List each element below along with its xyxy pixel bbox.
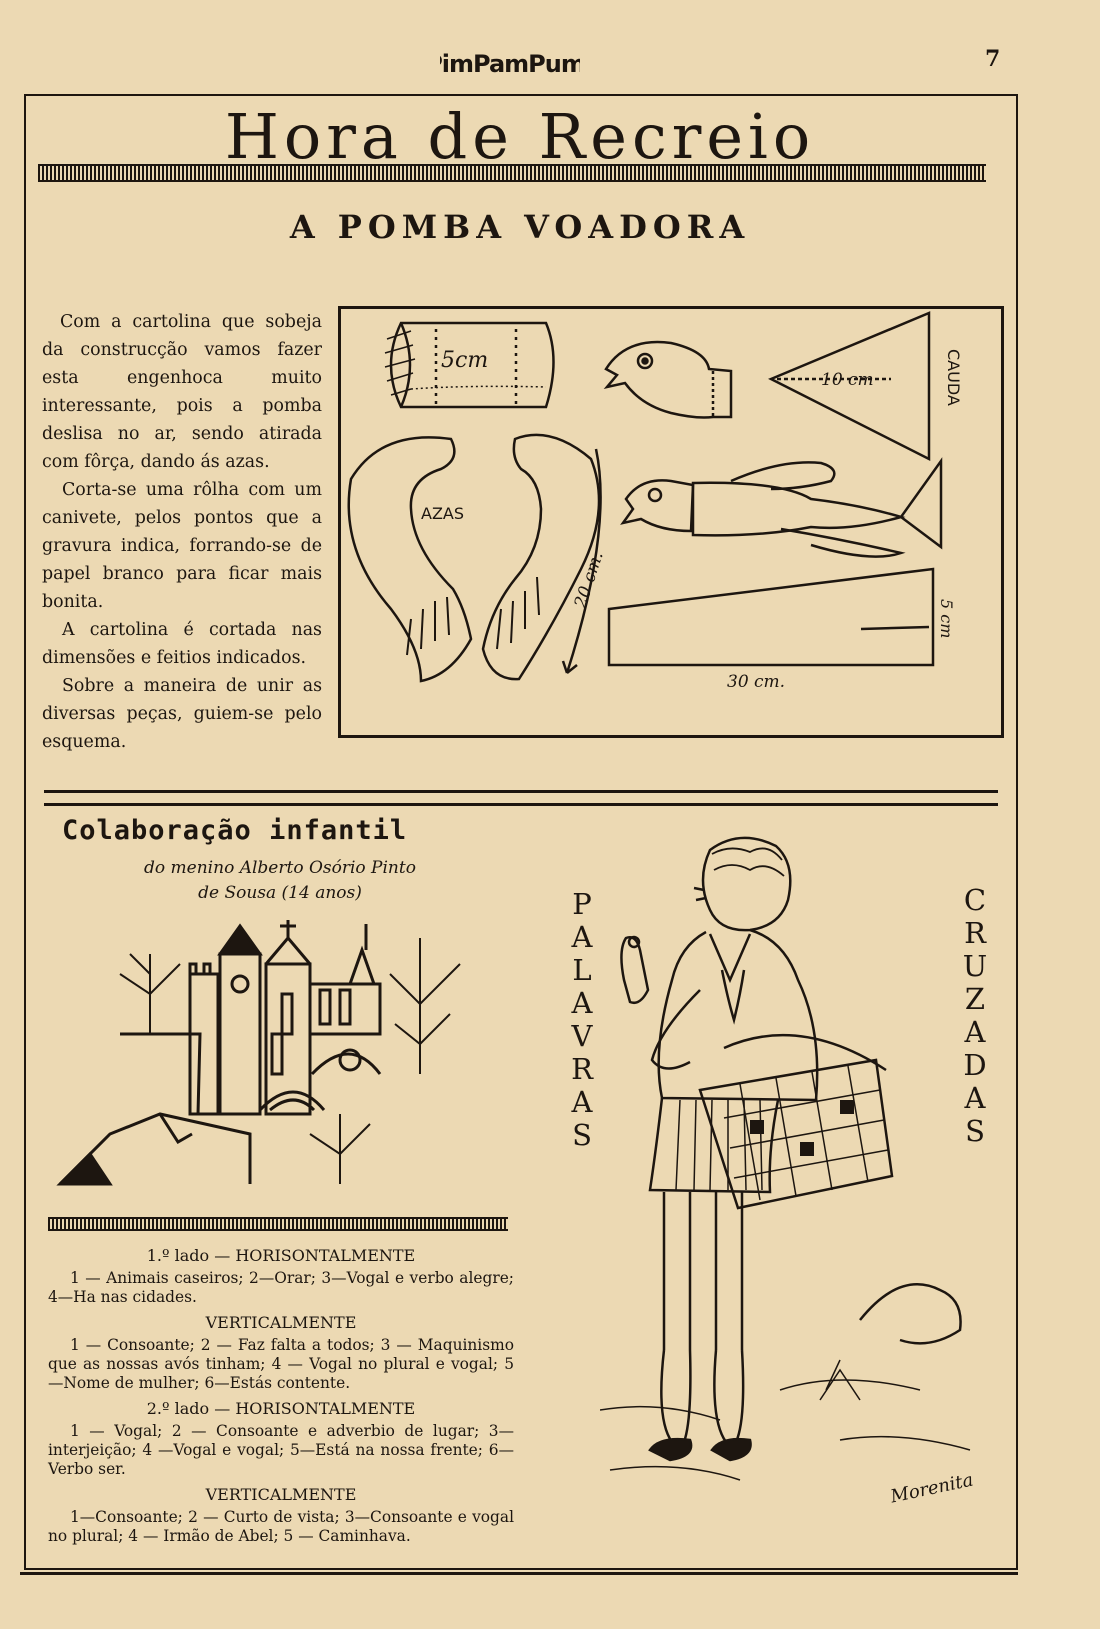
boy-with-crossword-basket-illustration — [599, 830, 1000, 1530]
tail-label: CAUDA — [944, 349, 963, 406]
body-strip-piece: 30 cm. 5 cm — [607, 567, 956, 692]
vertical-letter: S — [572, 1118, 592, 1152]
tail-length-label: 10 cm — [821, 370, 874, 390]
pattern-diagram: 5cm 10 cm CAUDA AZAS 20 c — [338, 306, 1004, 738]
tail-piece: 10 cm — [768, 311, 931, 462]
section-divider — [44, 790, 998, 806]
article-paragraph: Com a cartolina que sobeja da construcçã… — [42, 312, 322, 472]
page-frame — [24, 94, 1018, 1570]
assembled-bird — [620, 457, 943, 558]
vertical-letter: C — [963, 883, 987, 917]
svg-text:CAUDA: CAUDA — [944, 349, 963, 406]
clue-heading: 1.º lado — HORISONTALMENTE — [146, 1246, 416, 1265]
vertical-letter: A — [571, 1085, 593, 1119]
credit-line: do menino Alberto Osório Pinto — [144, 858, 416, 878]
svg-text:PimPamPum!: PimPamPum! — [440, 50, 580, 78]
article-paragraph: Sobre a maneira de unir as diversas peça… — [42, 676, 322, 752]
vertical-letter: P — [572, 887, 592, 921]
article-body: Com a cartolina que sobeja da construcçã… — [42, 308, 322, 756]
vertical-letter: U — [962, 949, 988, 983]
colaboracao-title: Colaboração infantil — [62, 815, 408, 846]
clue-text: 1 — Vogal; 2 — Consoante e adverbio de l… — [48, 1422, 514, 1478]
cork-piece: 5cm — [384, 321, 555, 409]
credit-line: de Sousa (14 anos) — [198, 883, 362, 903]
cork-label: 5cm — [441, 348, 488, 373]
vertical-letter: S — [965, 1114, 985, 1148]
masthead-logo-art: PimPamPum! — [425, 50, 596, 78]
vertical-letter: D — [963, 1048, 987, 1082]
child-drawing-church — [50, 914, 490, 1204]
section-title: Hora de Recreio — [224, 100, 816, 173]
masthead-logo: PimPamPum! — [425, 42, 596, 82]
body-length-label: 30 cm. — [727, 672, 785, 692]
frame-bottom-rule — [20, 1572, 1018, 1575]
wing-pieces: AZAS 20 cm. — [347, 433, 608, 683]
wings-label: AZAS — [421, 504, 464, 523]
vertical-letter: A — [571, 986, 593, 1020]
vertical-letter: L — [572, 953, 592, 987]
clue-text: 1 — Animais caseiros; 2—Orar; 3—Vogal e … — [48, 1269, 514, 1306]
vertical-letter: A — [964, 1015, 986, 1049]
clue-heading: VERTICALMENTE — [205, 1313, 357, 1332]
body-height-label: 5 cm — [937, 599, 956, 638]
article-paragraph: A cartolina é cortada nas dimensões e fe… — [42, 620, 322, 668]
colaboracao-credit: do menino Alberto Osório Pinto de Sousa … — [80, 856, 480, 906]
clue-heading: VERTICALMENTE — [205, 1485, 357, 1504]
vertical-letter: R — [571, 1052, 593, 1086]
puzzle-hatched-rule — [48, 1217, 508, 1231]
article-paragraph: Corta-se uma rôlha com um canivete, pelo… — [42, 480, 322, 612]
cruzadas-vertical: C R U Z A D A S — [955, 884, 995, 1148]
page-number: 7 — [985, 46, 1001, 72]
bird-head-piece — [603, 340, 733, 419]
article-title: A POMBA VOADORA — [289, 208, 751, 246]
vertical-letter: A — [964, 1081, 986, 1115]
vertical-letter: R — [964, 916, 986, 950]
vertical-letter: A — [571, 920, 593, 954]
clue-text: 1 — Consoante; 2 — Faz falta a todos; 3 … — [48, 1336, 514, 1392]
title-hatched-rule — [38, 164, 986, 182]
vertical-letter: Z — [964, 982, 986, 1016]
vertical-letter: V — [571, 1019, 593, 1053]
clue-text: 1—Consoante; 2 — Curto de vista; 3—Conso… — [48, 1508, 514, 1545]
palavras-vertical: P A L A V R A S — [562, 888, 602, 1152]
crossword-clues: 1.º lado — HORISONTALMENTE 1 — Animais c… — [48, 1240, 514, 1546]
clue-heading: 2.º lado — HORISONTALMENTE — [146, 1399, 416, 1418]
